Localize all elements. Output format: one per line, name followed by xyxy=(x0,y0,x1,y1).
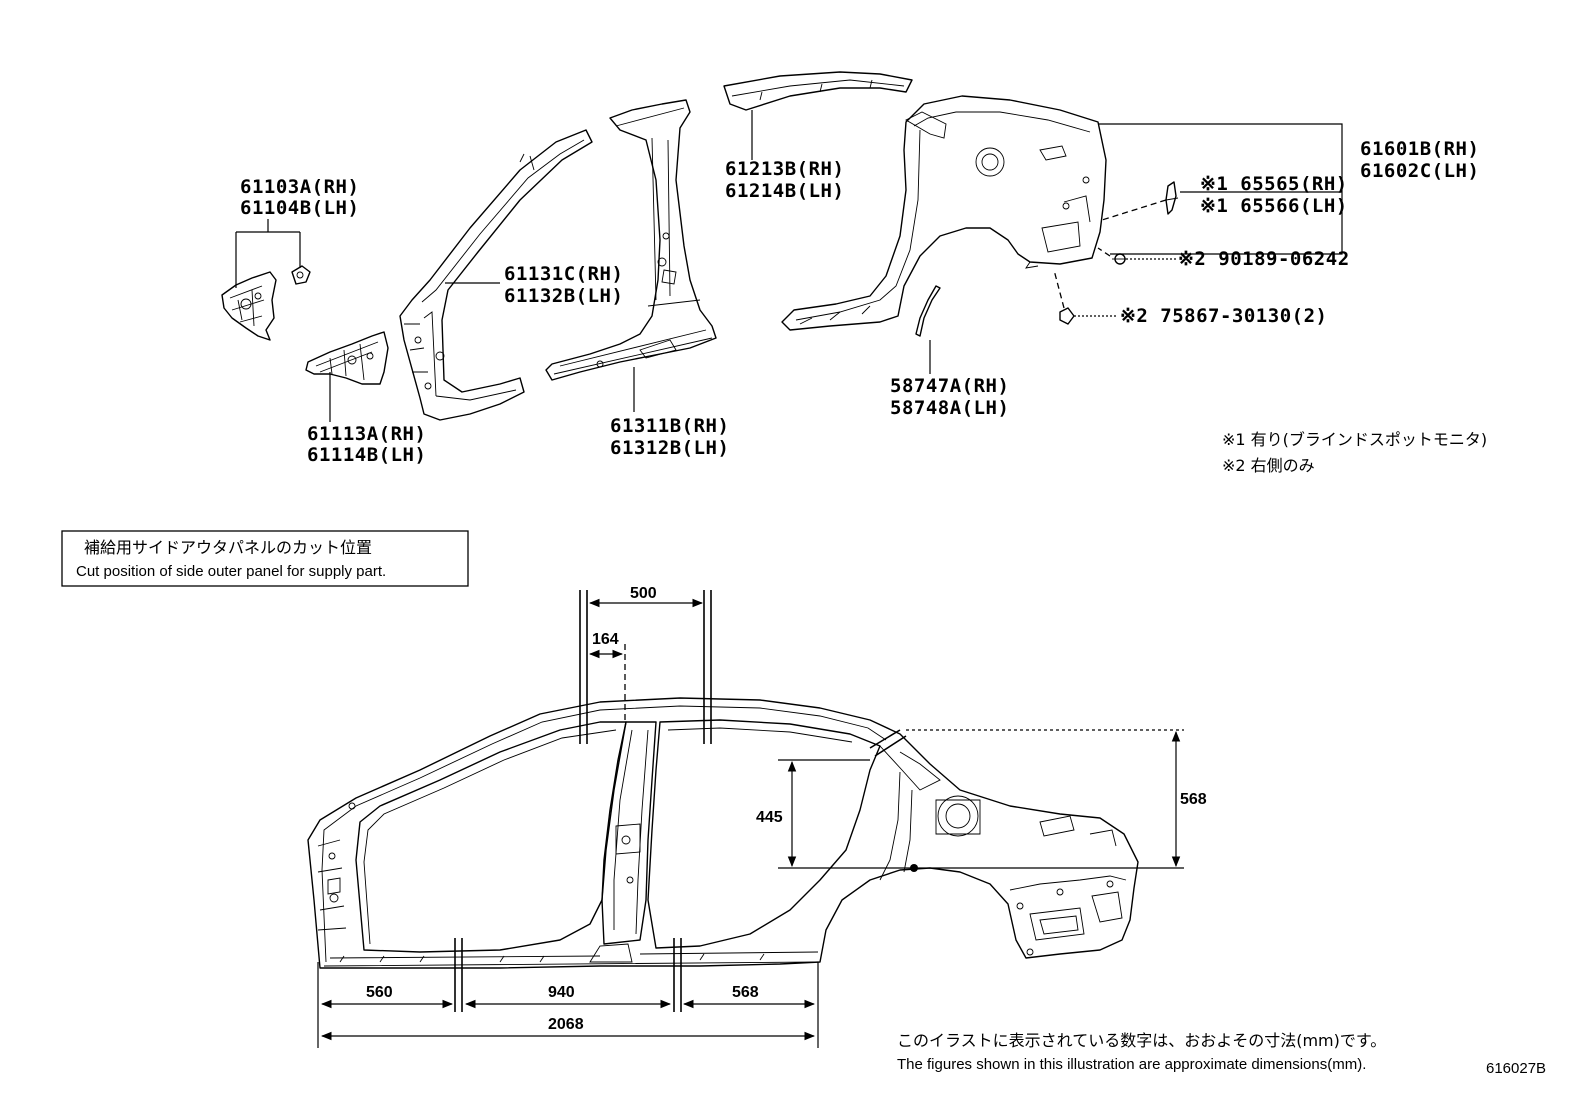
quarter-panel-part xyxy=(781,95,1107,331)
center-pillar-rocker-part xyxy=(545,99,717,381)
part-number-58747A: 58747A(RH) xyxy=(890,375,1009,397)
screw-dash xyxy=(1097,247,1111,257)
illustration-code: 616027B xyxy=(1486,1060,1546,1077)
part-number-58748A: 58748A(LH) xyxy=(890,397,1009,419)
cut-lines xyxy=(454,590,907,1012)
dimension-500: 500 xyxy=(630,585,657,602)
roof-side-rail-part xyxy=(723,71,913,111)
dimension-445: 445 xyxy=(756,809,783,826)
part-number-61311B: 61311B(RH) xyxy=(610,415,729,437)
part-number-65566: ※1 65566(LH) xyxy=(1200,195,1348,217)
dimension-560: 560 xyxy=(366,984,393,1001)
clip-dash-line xyxy=(1101,199,1167,221)
dimension-568-height: 568 xyxy=(1180,791,1207,808)
footer-note-jp: このイラストに表示されている数字は、おおよその寸法(mm)です。 xyxy=(897,1031,1386,1050)
note-1-blind-spot-monitor: ※1 有り(ブラインドスポットモニタ) xyxy=(1222,430,1487,449)
dimension-164: 164 xyxy=(592,631,619,648)
front-pillar-outer-part xyxy=(399,129,593,421)
part-number-61312B: 61312B(LH) xyxy=(610,437,729,459)
part-number-61131C: 61131C(RH) xyxy=(504,263,623,285)
part-number-61104B: 61104B(LH) xyxy=(240,197,359,219)
front-pillar-bracket-part xyxy=(221,265,311,341)
front-pillar-lower-bracket-part xyxy=(305,331,389,385)
dimension-568-length: 568 xyxy=(732,984,759,1001)
footer-note-en: The figures shown in this illustration a… xyxy=(897,1056,1366,1073)
part-number-61601B: 61601B(RH) xyxy=(1360,138,1479,160)
note-2-right-side-only: ※2 右側のみ xyxy=(1222,456,1315,475)
dimension-2068: 2068 xyxy=(548,1016,584,1033)
part-number-75867: ※2 75867-30130(2) xyxy=(1120,305,1327,327)
part-number-61213B: 61213B(RH) xyxy=(725,158,844,180)
bsm-bracket-clip-part xyxy=(1165,181,1179,215)
part-number-65565: ※1 65565(RH) xyxy=(1200,173,1348,195)
cut-position-box: 補給用サイドアウタパネルのカット位置 Cut position of side … xyxy=(61,530,469,587)
quarter-panel-leader xyxy=(1098,123,1343,255)
part-number-61103A: 61103A(RH) xyxy=(240,176,359,198)
part-number-61132B: 61132B(LH) xyxy=(504,285,623,307)
dimension-940: 940 xyxy=(548,984,575,1001)
dimension-lines xyxy=(317,598,1184,1048)
clip2-dash xyxy=(1053,269,1065,309)
cut-box-title-jp: 補給用サイドアウタパネルのカット位置 xyxy=(84,538,372,557)
part-number-61214B: 61214B(LH) xyxy=(725,180,844,202)
cut-box-title-en: Cut position of side outer panel for sup… xyxy=(76,563,386,580)
clip-75867-part xyxy=(1059,307,1075,325)
bracket-leader xyxy=(235,219,301,288)
part-number-61114B: 61114B(LH) xyxy=(307,444,426,466)
part-number-90189: ※2 90189-06242 xyxy=(1178,248,1350,270)
screw-90189-part xyxy=(1112,253,1128,265)
part-number-61113A: 61113A(RH) xyxy=(307,423,426,445)
side-outer-panel-drawing xyxy=(307,697,1139,969)
part-number-61602C: 61602C(LH) xyxy=(1360,160,1479,182)
wheel-arch-moulding-part xyxy=(915,285,941,337)
